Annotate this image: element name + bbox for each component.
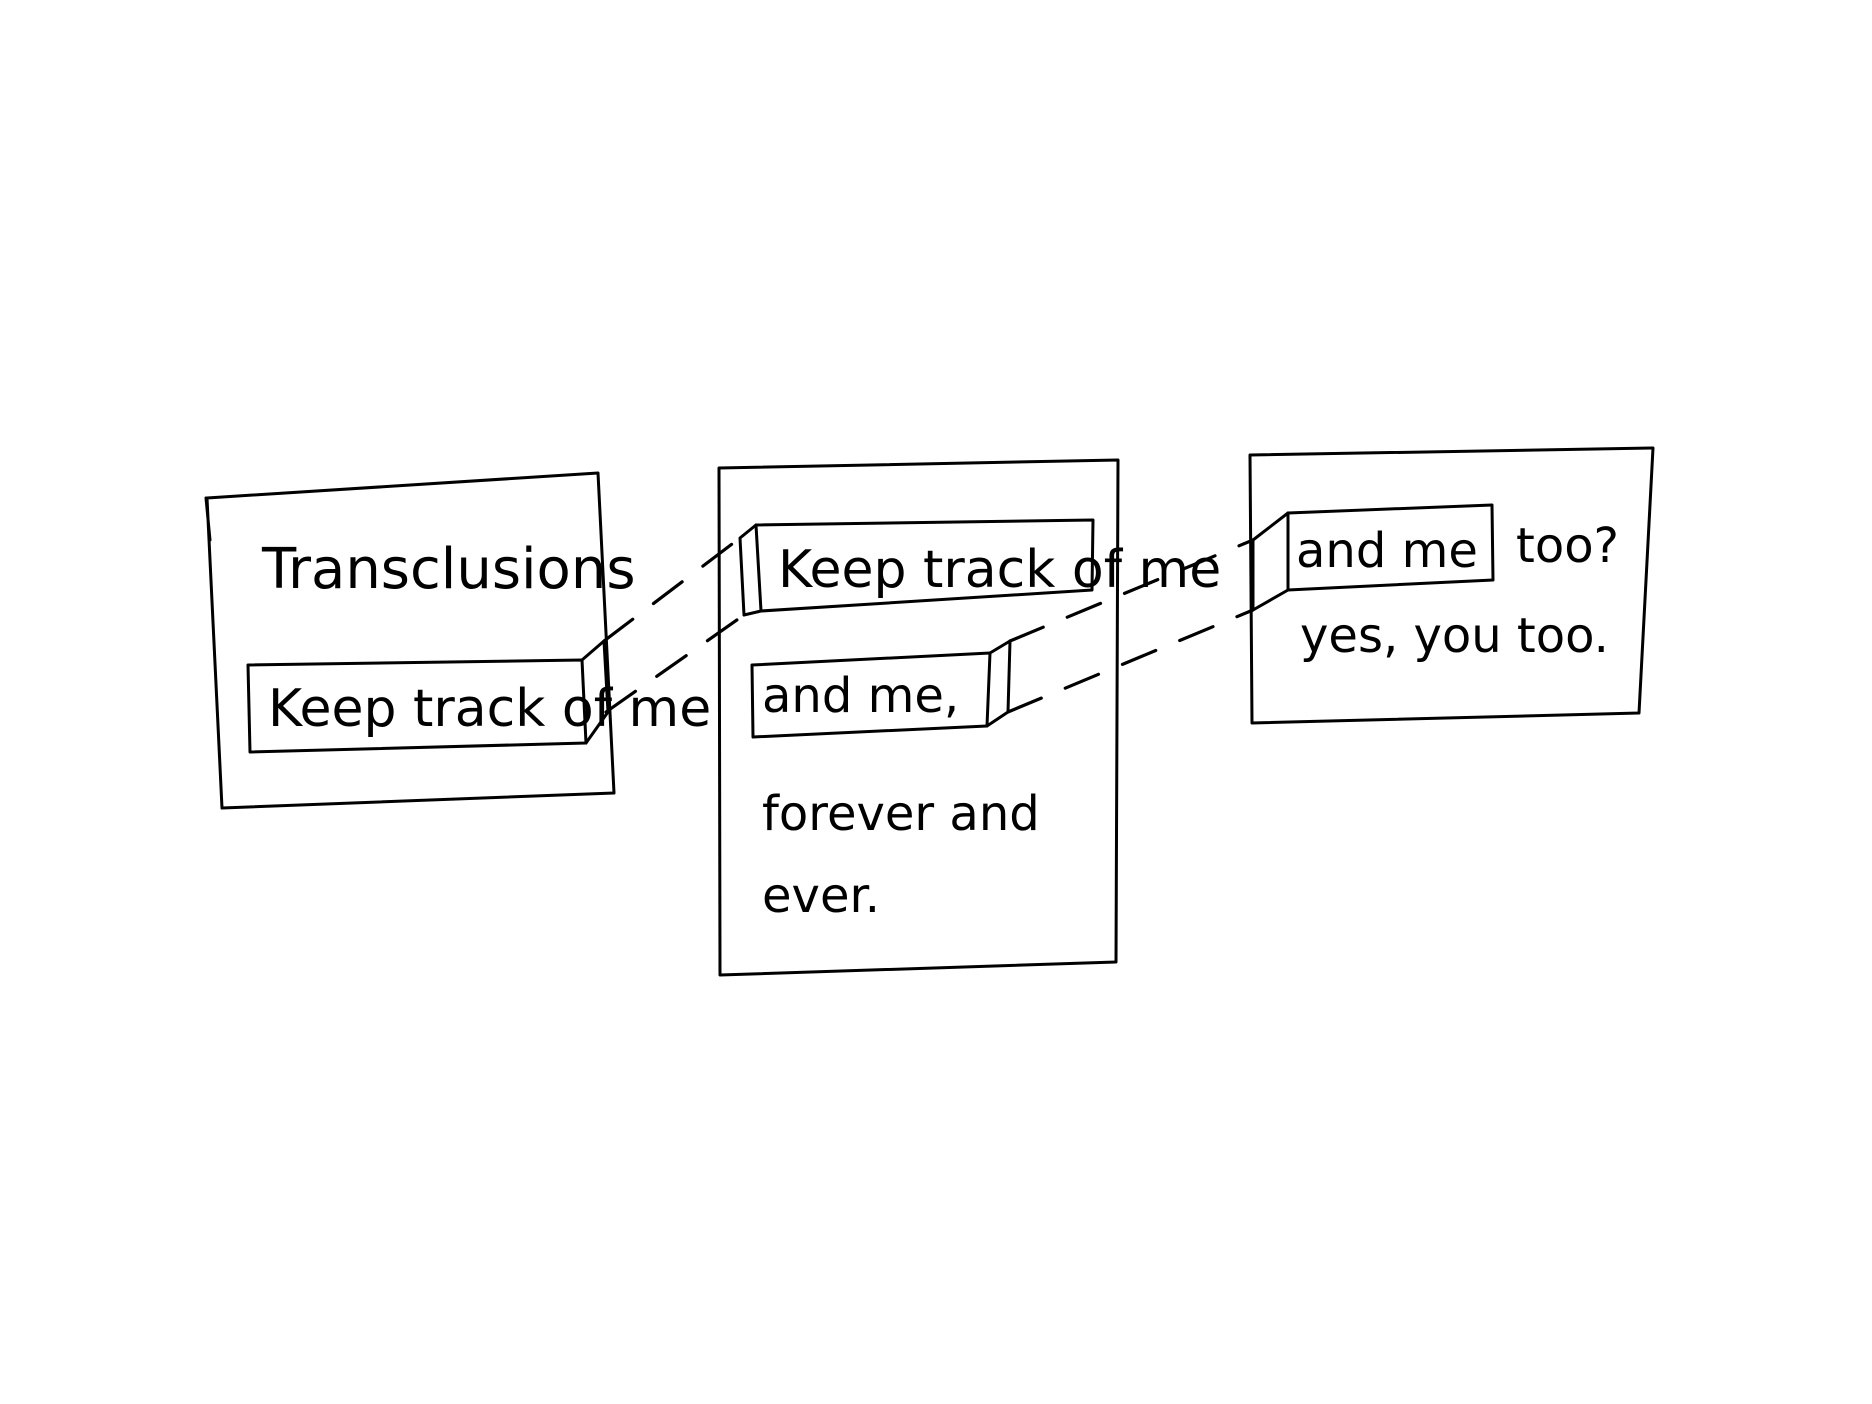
note-left-border (204, 471, 616, 810)
note-right-clip-text: and me (1296, 523, 1478, 579)
note-middle-body-line1: forever and (762, 786, 1040, 842)
note-right-suffix: too? (1516, 518, 1619, 574)
note-left: Transclusions Keep track of me (204, 471, 711, 810)
note-middle-clip-top-box (754, 518, 1095, 613)
note-right: and me too? yes, you too. (1248, 446, 1655, 725)
note-middle-clip-bottom-text: and me, (762, 668, 959, 724)
link-left-to-middle-upper (602, 536, 742, 643)
note-left-clip-side (580, 639, 610, 745)
note-right-border (1248, 446, 1655, 725)
link-middle-to-right-upper (1008, 538, 1255, 643)
note-middle-clip-bottom-side (985, 639, 1012, 728)
note-left-clip: Keep track of me (246, 639, 711, 754)
note-middle-body-line2: ever. (762, 868, 880, 924)
note-right-clip: and me (1251, 503, 1495, 612)
note-right-clip-side (1251, 511, 1290, 612)
link-left-to-middle-lower (604, 613, 746, 714)
note-middle-clip-top-text: Keep track of me (778, 540, 1221, 600)
note-left-clip-text: Keep track of me (268, 679, 711, 739)
note-left-title: Transclusions (261, 537, 636, 602)
note-right-clip-box (1286, 503, 1495, 592)
note-middle-clip-bottom: and me, (750, 639, 1012, 739)
note-right-body: yes, you too. (1300, 608, 1609, 664)
note-middle: Keep track of me and me, forever and eve… (717, 458, 1221, 977)
note-middle-clip-top-side (738, 523, 763, 617)
note-middle-border (717, 458, 1120, 977)
transclusion-links (602, 536, 1255, 714)
link-middle-to-right-lower (1006, 608, 1255, 714)
note-middle-clip-top: Keep track of me (738, 518, 1221, 617)
